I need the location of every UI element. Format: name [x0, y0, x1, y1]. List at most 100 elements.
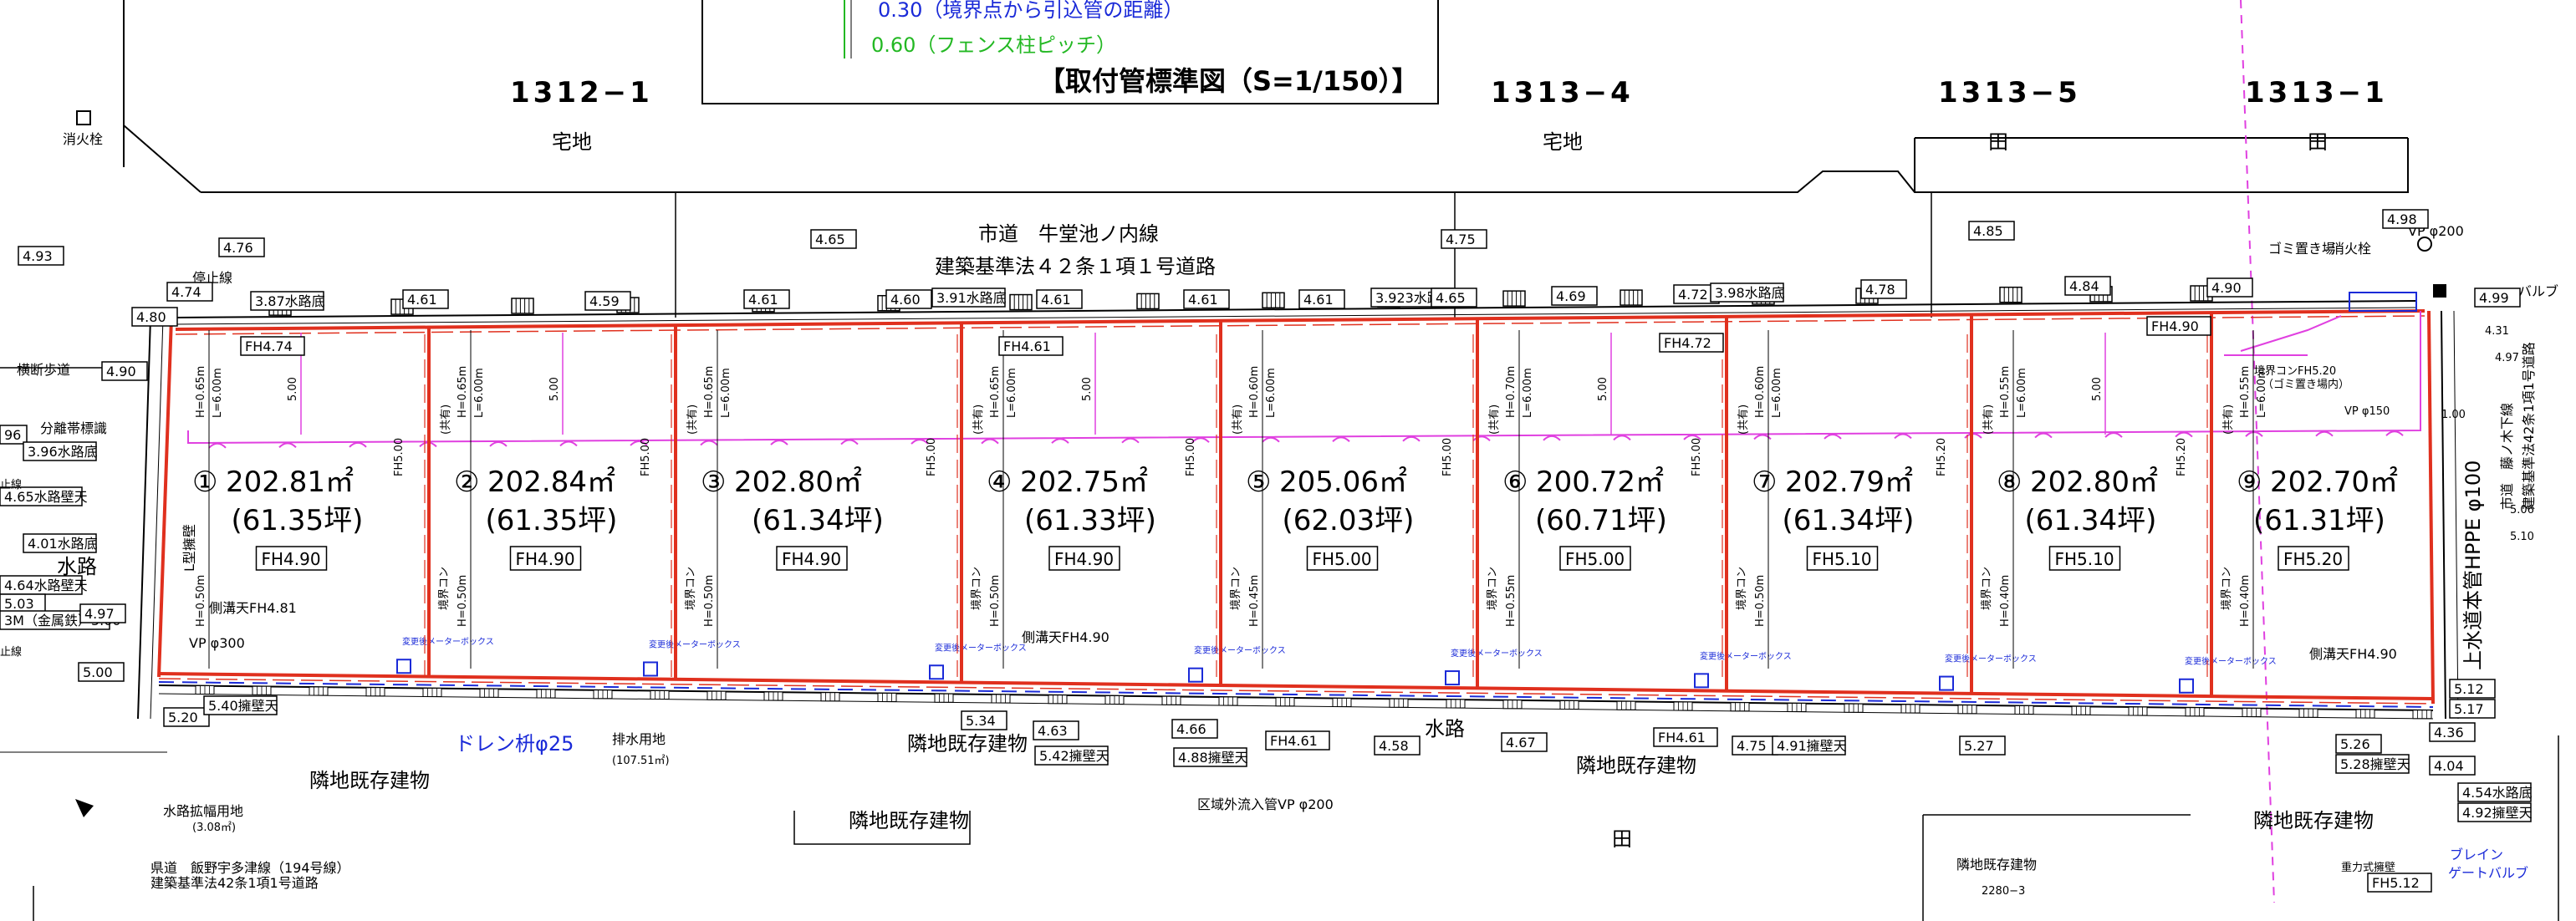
drain-tick-icon	[1402, 435, 1421, 442]
drain-tick-icon	[2385, 430, 2404, 436]
pref-road-law: 建築基準法42条1項1号道路	[150, 875, 319, 891]
svg-text:FH4.61: FH4.61	[1003, 338, 1051, 354]
lot-number: ⑧	[1997, 466, 2022, 499]
elevation-tag: 4.65	[810, 229, 857, 249]
valve-icon	[2433, 284, 2446, 298]
svg-text:4.67: 4.67	[1506, 735, 1536, 751]
meter-box-label: 変更後メーターボックス	[1451, 648, 1543, 659]
drain-tick-icon	[349, 441, 367, 448]
drain-tick-icon	[1051, 438, 1069, 444]
elevation-tag: 4.75	[1732, 735, 1778, 756]
lot-tsubo: (61.35坪)	[232, 504, 364, 537]
elevation-tag: 4.36	[2429, 722, 2476, 742]
svg-text:FH4.90: FH4.90	[262, 549, 321, 569]
elevation-tag: 5.00	[78, 662, 125, 682]
lot-area: 202.80㎡	[734, 466, 862, 499]
lot-fh-tag: FH5.10	[2048, 546, 2121, 571]
height-label: H=0.65m	[989, 366, 1002, 418]
svg-text:FH4.90: FH4.90	[2151, 318, 2199, 334]
meter-box-icon	[929, 664, 944, 680]
elevation-tag: 4.80	[131, 307, 178, 327]
drain-tick-icon	[1262, 436, 1280, 443]
elevation-tag: 5.42擁壁天	[1034, 745, 1109, 766]
meter-box-icon	[1445, 670, 1460, 686]
boundary-cone-r: 境界コンFH5.20	[2254, 365, 2336, 378]
svg-text:FH5.12: FH5.12	[2372, 875, 2420, 891]
height-label: H=0.55m	[1999, 366, 2012, 418]
lot-tsubo: (61.33坪)	[1024, 504, 1156, 537]
garbage: ゴミ置き場	[2268, 241, 2335, 257]
elevation-label: 5.06	[2510, 504, 2534, 516]
svg-text:4.61: 4.61	[1303, 292, 1334, 308]
length-label: L=6.00m	[1522, 368, 1534, 418]
elevation-label: 5.10	[2510, 531, 2534, 543]
grate-icon	[511, 298, 534, 314]
elevation-tag: FH5.12	[2367, 873, 2432, 893]
meter-box-icon	[1188, 667, 1203, 683]
bottom-grate-icon	[1900, 704, 1921, 714]
elevation-tag: 4.91擁壁天	[1772, 735, 1847, 756]
drain-tick-icon	[1191, 437, 1210, 443]
drain-tick-icon	[1894, 433, 1912, 440]
neighbor-2: 隣地既存建物	[907, 732, 1028, 756]
drain-tick-icon	[489, 440, 508, 447]
elevation-tag: 4.76	[218, 237, 265, 257]
parcel-use-1: 宅地	[552, 130, 592, 154]
elevation-tag: 4.67	[1501, 732, 1548, 752]
elevation-tag: 5.26	[2335, 734, 2382, 754]
road-name: 市道 牛堂池ノ内線	[978, 222, 1159, 246]
bottom-grate-icon	[2014, 705, 2034, 715]
drain-tick-icon	[1472, 435, 1491, 442]
height-label: H=0.55m	[2239, 366, 2252, 418]
elevation-tag: 4.75	[1441, 229, 1487, 249]
road-law: 建築基準法４２条１項１号道路	[935, 255, 1216, 278]
brain-label: ブレイン	[2450, 847, 2503, 862]
lot-area: 202.80㎡	[2030, 466, 2158, 499]
height-low-label: H=0.50m	[457, 575, 469, 627]
elevation-tag: 4.61	[743, 289, 790, 309]
field-bottom: 田	[1612, 827, 1632, 851]
svg-text:4.74: 4.74	[171, 284, 201, 300]
svg-text:FH5.10: FH5.10	[2055, 549, 2114, 569]
bottom-grate-icon	[1048, 695, 1068, 705]
l-wall: L型擁壁	[181, 524, 197, 572]
elevation-tag: FH4.61	[998, 336, 1064, 356]
svg-text:5.20: 5.20	[168, 710, 198, 725]
lot-side-fh: FH5.00	[393, 438, 406, 476]
height-low-label: H=0.50m	[1754, 575, 1767, 627]
neighbor-4: 隣地既存建物	[1576, 754, 1696, 777]
boundary-cone-label: 境界コン	[971, 567, 983, 610]
elevation-tag: 4.63	[1033, 720, 1079, 740]
bottom-grate-icon	[1787, 702, 1807, 712]
garbage-box-icon	[2349, 292, 2417, 312]
lot-tsubo: (61.35坪)	[486, 504, 618, 537]
width-dim-label: 5.00	[287, 377, 299, 401]
hydrant-right: 消火栓	[2331, 241, 2371, 257]
kyodo-label: (共有)	[1488, 405, 1501, 435]
svg-text:5.12: 5.12	[2454, 681, 2484, 697]
svg-text:5.17: 5.17	[2454, 701, 2484, 717]
kyodo-label: (共有)	[1982, 405, 1995, 435]
length-label: L=6.00m	[2256, 368, 2268, 418]
meter-box-label: 変更後メーターボックス	[1194, 645, 1286, 656]
height-low-label: H=0.40m	[1999, 575, 2012, 627]
meter-box-icon	[2179, 678, 2194, 694]
svg-text:FH4.72: FH4.72	[1664, 335, 1711, 351]
drain-tick-icon	[2034, 432, 2053, 439]
vp150: VP φ150	[2344, 405, 2390, 418]
elevation-tag: 3.96水路底	[23, 441, 98, 461]
svg-text:4.65水路壁天: 4.65水路壁天	[4, 489, 88, 505]
lot-tsubo: (60.71坪)	[1535, 504, 1667, 537]
svg-text:FH4.90: FH4.90	[782, 549, 841, 569]
svg-text:FH5.00: FH5.00	[1313, 549, 1372, 569]
bottom-grate-icon	[2071, 705, 2091, 715]
parcel-use-3: 田	[1988, 130, 2008, 154]
lot-number: ③	[701, 466, 726, 499]
elevation-tag: 3.91水路底	[931, 287, 1007, 308]
elevation-tag: 4.93	[18, 246, 64, 266]
bottom-grate-icon	[309, 686, 329, 696]
